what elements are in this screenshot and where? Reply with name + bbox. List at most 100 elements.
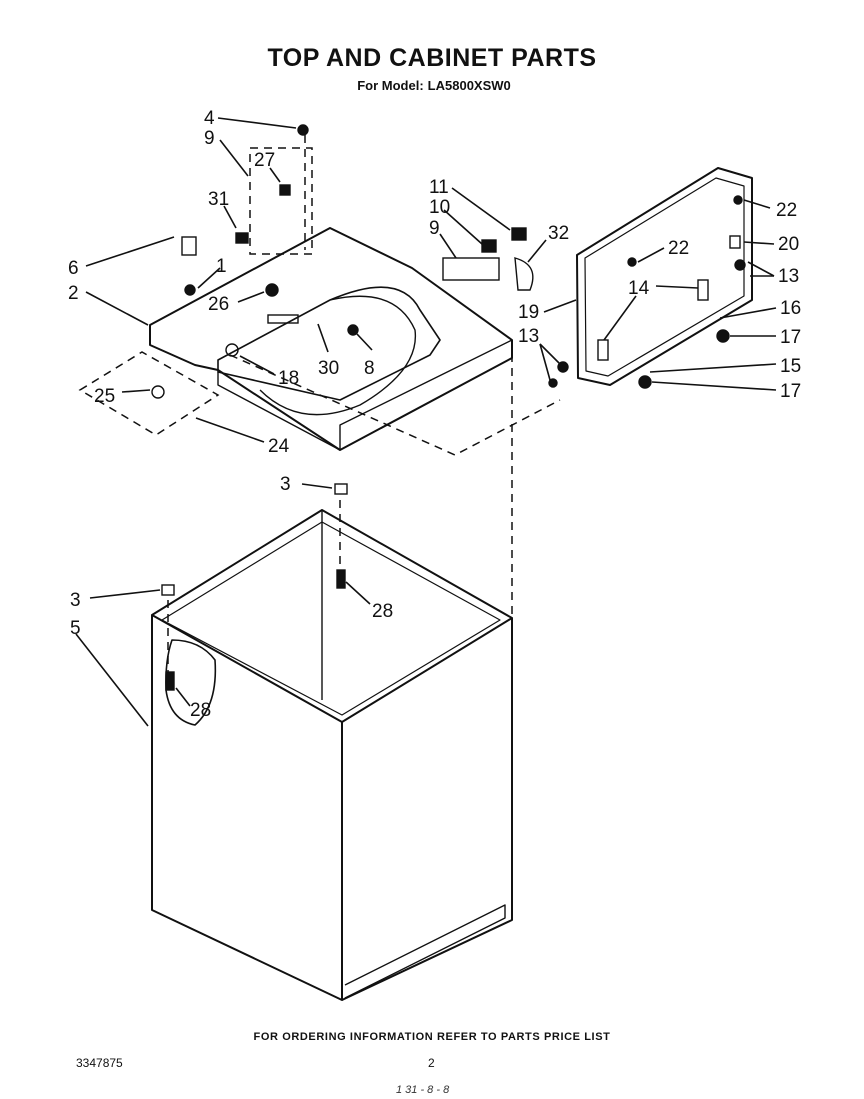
document-number: 3347875	[76, 1056, 123, 1070]
lid-switch-outline	[78, 351, 220, 436]
clip-part-1	[184, 284, 196, 296]
model-prefix: For Model:	[357, 78, 424, 93]
handwritten-note: 1 31 - 8 - 8	[396, 1084, 450, 1096]
model-number: LA5800XSW0	[427, 78, 511, 93]
leader-27	[269, 167, 281, 183]
callout-30: 30	[318, 358, 339, 379]
leader-11	[443, 209, 483, 245]
bracket-part-11	[481, 239, 497, 253]
screw-part-8	[347, 324, 359, 336]
leader-20	[743, 241, 775, 245]
callout-11: 10	[429, 197, 450, 218]
ordering-note: FOR ORDERING INFORMATION REFER TO PARTS …	[253, 1031, 611, 1043]
leader-3-upper	[301, 483, 333, 489]
callout-15: 15	[780, 356, 801, 377]
leader-32	[527, 239, 547, 263]
callout-28-lower: 28	[190, 700, 211, 721]
cap-part-17-lower	[638, 375, 652, 389]
callout-31: 31	[208, 189, 229, 210]
callout-17-lower: 17	[780, 381, 801, 402]
leader-25	[121, 389, 151, 393]
callout-3-lower: 3	[70, 590, 81, 611]
callout-6: 6	[68, 258, 79, 279]
hinge-part-14	[697, 279, 709, 301]
leader-10	[439, 233, 457, 259]
harness-part-27	[279, 184, 291, 196]
callout-18: 18	[278, 368, 299, 389]
screw-part-13-lower	[557, 361, 569, 373]
callout-19: 19	[518, 302, 539, 323]
callout-14: 14	[628, 278, 650, 299]
bumper-part-18	[225, 343, 239, 357]
callout-10: 9	[429, 218, 440, 239]
leader-9	[219, 139, 249, 177]
screw-part-12	[511, 227, 527, 241]
leader-6	[85, 236, 175, 267]
lid-hinge-leader	[229, 354, 561, 456]
screw-part-13-lower-b	[548, 378, 558, 388]
page-number: 2	[428, 1056, 435, 1070]
callout-32: 32	[548, 223, 569, 244]
leader-15	[649, 363, 777, 373]
leader-22-mid	[637, 247, 665, 263]
callout-22-mid: 22	[668, 238, 689, 259]
clip-part-3-upper	[334, 483, 348, 495]
bumper-part-22-mid	[627, 257, 637, 267]
callout-28-upper: 28	[372, 601, 393, 622]
leader-12	[451, 187, 511, 231]
leader-1	[197, 267, 221, 289]
switch-part-25	[151, 385, 165, 399]
washer-lid	[576, 167, 753, 386]
callout-1: 1	[216, 256, 227, 277]
callout-3-upper: 3	[280, 474, 291, 495]
leader-13-lower-a	[539, 343, 561, 365]
callout-13-upper: 13	[778, 266, 799, 287]
leader-13-lower-b	[539, 343, 551, 381]
leader-19	[543, 299, 577, 313]
leader-22-top	[743, 199, 771, 209]
callout-4: 4	[204, 108, 215, 129]
callout-12: 11	[429, 177, 449, 198]
hinge-part-14-lower	[597, 339, 609, 361]
page-title: TOP AND CABINET PARTS	[267, 44, 597, 72]
callout-9: 9	[204, 128, 215, 149]
screw-part-28-lower	[165, 671, 175, 691]
leader-2	[85, 291, 149, 326]
washer-top-panel	[149, 227, 513, 451]
wiring-harness-outline	[249, 147, 313, 255]
callout-16: 16	[780, 298, 801, 319]
leader-14-a	[655, 285, 699, 289]
leader-31	[223, 205, 237, 229]
leader-14-b	[603, 295, 637, 341]
clip-part-6	[181, 236, 197, 256]
washer-cabinet	[151, 509, 513, 1001]
callout-22-top: 22	[776, 200, 797, 221]
hinge-part-20	[729, 235, 741, 249]
leader-8	[356, 333, 373, 351]
leader-4	[217, 117, 297, 129]
callout-27: 27	[254, 150, 275, 171]
screw-part-13-upper	[734, 259, 746, 271]
clip-part-3-lower	[161, 584, 175, 596]
bumper-part-22-top	[733, 195, 743, 205]
callout-26: 26	[208, 294, 229, 315]
hinge-part-30	[267, 314, 299, 324]
leader-26	[237, 291, 265, 303]
leader-13-upper-a	[747, 261, 775, 277]
plug-part-26	[265, 283, 279, 297]
model-subtitle: For Model:LA5800XSW0	[0, 78, 864, 93]
leader-28-lower	[175, 687, 191, 707]
callout-17-upper: 17	[780, 327, 801, 348]
callout-8: 8	[364, 358, 375, 379]
cap-part-17-upper	[716, 329, 730, 343]
callout-13-lower: 13	[518, 326, 539, 347]
callout-24: 24	[268, 436, 290, 457]
leader-16	[719, 307, 777, 319]
screw-part-4	[297, 124, 309, 136]
leader-3-lower	[89, 589, 161, 599]
switch-part-10	[442, 257, 500, 281]
callout-25: 25	[94, 386, 115, 407]
callout-5: 5	[70, 618, 81, 639]
leader-24	[195, 417, 265, 443]
